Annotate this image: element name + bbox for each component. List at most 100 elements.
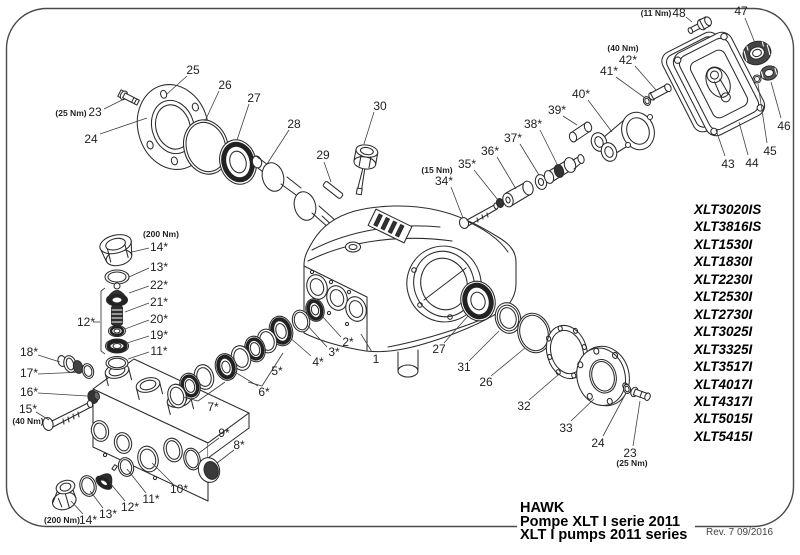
part-plug-46: [760, 65, 778, 81]
part-cover-44: [672, 31, 766, 137]
part-label: 45: [763, 144, 777, 158]
part-pin-39: [568, 121, 593, 143]
leader-line: [634, 65, 657, 91]
leader-line: [166, 75, 188, 95]
model-item: XLT1830I: [694, 254, 753, 270]
leader-line: [216, 449, 235, 464]
part-dipstick-30: [353, 144, 379, 196]
part-oring-26b: [517, 312, 551, 354]
part-lower-valve-set: [51, 445, 221, 511]
leader-line: [770, 81, 782, 119]
brand-name: HAWK: [520, 500, 565, 516]
part-label: 24: [84, 132, 98, 146]
part-label: 41*: [600, 64, 618, 78]
model-item: XLT3020IS: [694, 202, 762, 217]
leader-line: [236, 103, 250, 141]
leader-line: [450, 186, 464, 219]
part-oring-17: [81, 363, 95, 379]
part-label: 1: [373, 352, 380, 366]
part-seal-31: [494, 302, 522, 334]
leader-line: [37, 354, 61, 363]
leader-line: [266, 129, 290, 165]
torque-label: (200 Nm): [44, 515, 80, 525]
torque-label: (15 Nm): [421, 165, 452, 175]
torque-label: (200 Nm): [143, 229, 179, 239]
leader-line: [715, 129, 726, 157]
part-label: 14*: [150, 240, 168, 254]
part-label: 17*: [20, 366, 38, 380]
part-flange-33: [576, 345, 630, 407]
leader-line: [124, 302, 150, 313]
leader-line: [363, 111, 375, 145]
part-crankshaft-28: [251, 155, 348, 240]
part-label: 44: [745, 156, 759, 170]
part-label: 46: [777, 119, 791, 133]
leader-line: [615, 76, 646, 99]
part-label: 28: [287, 117, 301, 131]
leader-line: [473, 169, 499, 201]
title-italian: Pompe XLT I serie 2011: [520, 513, 681, 530]
part-label: 14*: [79, 513, 97, 527]
leader-line: [685, 16, 693, 23]
part-bearing-27b: [460, 280, 496, 322]
part-label: 48: [672, 6, 686, 20]
model-item: XLT2730I: [694, 306, 753, 322]
part-key-29: [322, 181, 344, 199]
leader-line: [198, 437, 220, 454]
leader-line: [128, 285, 150, 294]
part-label: 13*: [150, 260, 168, 274]
part-valve-stack: [99, 234, 133, 371]
leader-line: [35, 411, 50, 421]
leader-line: [204, 90, 220, 122]
part-label: 10*: [170, 482, 188, 496]
revision-note: Rev. 7 09/2016: [706, 527, 774, 538]
part-label: 18*: [20, 345, 38, 359]
model-item: XLT1530I: [694, 236, 753, 252]
part-label: 42*: [619, 53, 637, 67]
part-label: 47: [734, 4, 748, 18]
leader-line: [757, 83, 768, 144]
part-label: 32: [517, 399, 531, 413]
part-label: 12*: [77, 315, 95, 329]
leader-line: [528, 374, 559, 401]
part-label: 40*: [572, 87, 590, 101]
part-plunger-38: [543, 154, 585, 184]
part-label: 36*: [481, 144, 499, 158]
leader-line: [70, 500, 84, 515]
leader-line: [37, 392, 88, 397]
leader-line: [151, 462, 174, 485]
page-border: [5, 7, 795, 528]
part-label: 27: [432, 342, 446, 356]
part-plug-18: [57, 355, 84, 374]
part-label: 6*: [258, 385, 270, 399]
part-label: 4*: [312, 355, 324, 369]
leader-line: [287, 335, 312, 357]
part-bolt-23: [117, 89, 140, 106]
leader-line: [443, 315, 469, 344]
part-label: 11*: [142, 492, 159, 506]
model-item: XLT2530I: [694, 289, 753, 305]
part-label: 21*: [150, 295, 168, 309]
leader-line: [587, 99, 613, 133]
leader-line: [99, 117, 148, 135]
part-bolt-23b: [630, 386, 651, 401]
part-bearing-27: [219, 139, 257, 185]
part-label: 26: [479, 375, 493, 389]
model-item: XLT3816IS: [694, 219, 762, 235]
part-bolt-48: [687, 16, 713, 34]
part-label: 26: [218, 78, 232, 92]
leader-line: [744, 17, 756, 44]
leader-line: [468, 330, 500, 362]
part-oring-45: [752, 74, 762, 84]
leader-line: [632, 400, 641, 447]
leader-line: [539, 129, 559, 167]
label-bracket: [100, 287, 106, 355]
part-label: 15*: [19, 402, 37, 416]
part-label: 30: [373, 99, 387, 113]
part-label: 29: [316, 148, 330, 162]
torque-label: (25 Nm): [616, 458, 647, 468]
part-conrod-40: [590, 111, 655, 162]
part-label: 33: [559, 421, 573, 435]
